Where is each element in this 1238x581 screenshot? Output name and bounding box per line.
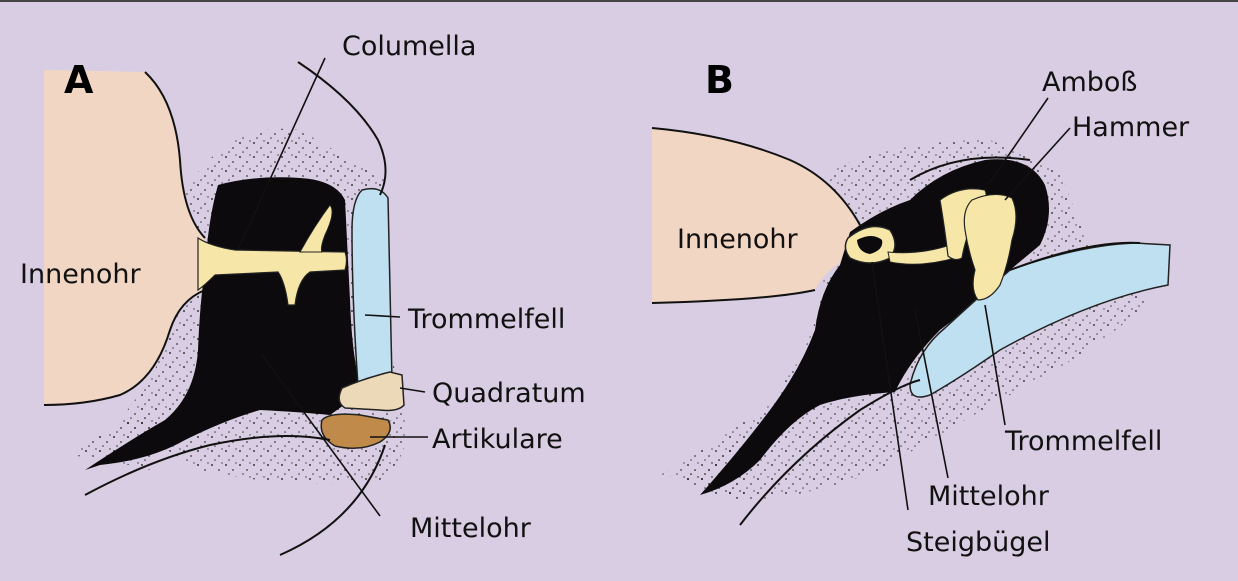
- leader-columella: [237, 57, 326, 251]
- label-innenohr-a: Innenohr: [20, 259, 142, 290]
- label-columella: Columella: [342, 31, 476, 62]
- label-trommelfell-b: Trommelfell: [1004, 426, 1162, 457]
- eardrum-a: [351, 187, 393, 394]
- label-mittelohr-b: Mittelohr: [928, 481, 1050, 512]
- panel-a: A Columella Innenohr Trommelfell Quadrat…: [20, 31, 586, 556]
- leader-amboss: [987, 97, 1049, 186]
- inner-ear-b: [652, 128, 860, 303]
- leader-trommelfell-a: [364, 314, 401, 318]
- leader-mittelohr-b: [914, 309, 949, 479]
- columella-bone: [197, 236, 348, 306]
- label-hammer: Hammer: [1072, 112, 1190, 143]
- malleus-bone: [963, 193, 1017, 301]
- columella-process: [299, 204, 333, 253]
- leader-mittelohr-a: [261, 354, 381, 517]
- stapes-hole: [857, 236, 883, 254]
- label-innenohr-b: Innenohr: [677, 224, 799, 255]
- label-mittelohr-a: Mittelohr: [410, 513, 532, 544]
- inner-ear-a: [44, 70, 205, 405]
- panel-b: B Amboß Hammer Innenohr Trommelfell Mitt…: [651, 58, 1190, 558]
- tissue-stipple-b2: [680, 440, 745, 500]
- quadratum-bone: [338, 371, 405, 412]
- label-artikulare: Artikulare: [432, 424, 563, 455]
- leader-quadratum: [399, 387, 426, 393]
- label-amboss: Amboß: [1042, 67, 1137, 98]
- label-quadratum: Quadratum: [432, 378, 586, 409]
- leader-steigbuegel: [871, 261, 909, 511]
- leader-hammer: [1004, 127, 1071, 201]
- label-steigbuegel: Steigbügel: [906, 527, 1050, 558]
- panel-letter-a: A: [64, 58, 94, 102]
- leader-trommelfell-b: [984, 304, 1006, 426]
- panel-letter-b: B: [705, 58, 734, 102]
- label-trommelfell-a: Trommelfell: [407, 304, 565, 335]
